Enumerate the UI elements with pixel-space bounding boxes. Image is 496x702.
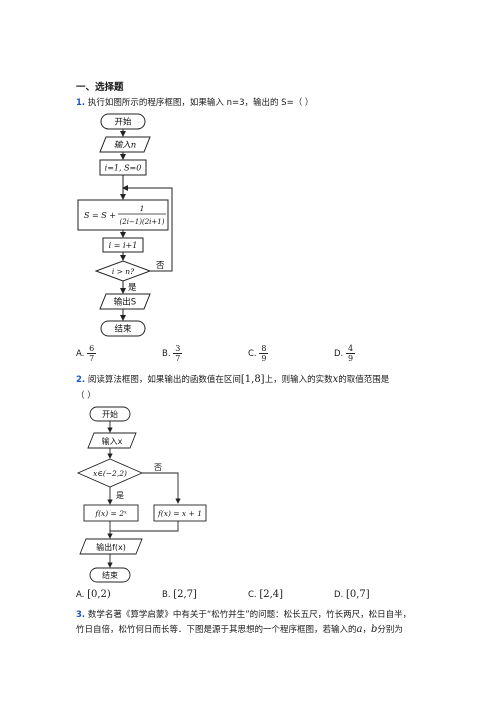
question-2: 2. 阅读算法框图，如果输出的函数值在区间[1,8]上，则输入的实数x的取值范围… — [76, 374, 389, 386]
flow-start-label: 开始 — [114, 117, 132, 128]
flow-left-box-label: f(x) = 2ˣ — [94, 509, 127, 518]
separator: ， — [362, 625, 371, 635]
flow-output-node — [99, 293, 151, 310]
option-label: C. — [248, 349, 257, 359]
option-numerator: 8 — [259, 344, 269, 354]
flow-right-box-label: f(x) = x + 1 — [157, 509, 202, 518]
option-label: D. — [334, 590, 344, 600]
option-label: B. — [162, 349, 171, 359]
option-value: [2,4] — [259, 589, 284, 600]
flow-decision-label: x∈(−2,2) — [93, 469, 127, 478]
option-denominator: 9 — [347, 354, 354, 363]
flow-no-label: 否 — [156, 261, 165, 271]
flow-assign-numerator: 1 — [140, 204, 145, 213]
interval: [1,8] — [240, 374, 265, 385]
option-label: B. — [162, 590, 171, 600]
variable-b: b — [371, 624, 378, 635]
question-text-end: 分别为 — [377, 625, 403, 635]
option-denominator: 7 — [89, 354, 95, 363]
flow-left-box — [83, 504, 139, 522]
q2-option-d[interactable]: D. [0,7] — [334, 589, 370, 600]
variable-x: x — [332, 374, 339, 385]
flow-right-box — [153, 504, 207, 522]
flow-end-node — [89, 567, 131, 583]
flowchart-2: 开始 输入x x∈(−2,2) 否 是 f(x) = 2ˣ f(x) = x +… — [76, 406, 207, 583]
variable-a: a — [356, 624, 363, 635]
question-number: 1. — [76, 98, 86, 108]
flow-input-label: 输入x — [102, 436, 123, 446]
option-label: D. — [334, 349, 344, 359]
flowchart-1: 开始 输入n i=1, S=0 S = S + 1 (2i−1)(2i+1) i… — [77, 113, 173, 337]
question-number: 3. — [76, 610, 86, 620]
flow-input-node — [87, 432, 137, 449]
question-number: 2. — [76, 375, 86, 385]
flow-assign-denominator: (2i−1)(2i+1) — [120, 218, 165, 226]
flow-output-label: 输出S — [114, 297, 136, 308]
question-text: 数学名著《算学启蒙》中有关于“松竹并生”的问题：松长五尺，竹长两尺，松日自半， — [87, 610, 412, 620]
option-numerator: 6 — [87, 344, 97, 354]
q2-option-c[interactable]: C. [2,4] — [248, 589, 283, 600]
option-value: [0,7] — [345, 589, 370, 600]
flow-yes-label: 是 — [116, 491, 124, 500]
flow-start-label: 开始 — [102, 409, 118, 419]
option-label: A. — [76, 590, 85, 600]
flow-no-label: 否 — [154, 463, 162, 472]
flow-end-node — [100, 320, 146, 337]
question-2-paren: （ ） — [76, 391, 96, 401]
flow-increment-label: i = i+1 — [109, 241, 138, 250]
option-value: [0,2) — [87, 589, 111, 600]
flow-yes-label: 是 — [128, 283, 137, 293]
q2-option-a[interactable]: A. [0,2) — [76, 589, 111, 600]
question-text-end: 的取值范围是 — [338, 375, 390, 385]
flow-init-label: i=1, S=0 — [105, 164, 142, 173]
flow-end-label: 结束 — [102, 570, 118, 580]
option-denominator: 9 — [261, 354, 267, 363]
question-text: 竹日自倍，松竹何日而长等．下图是源于其思想的一个程序框图，若输入的 — [76, 625, 357, 635]
question-text: 阅读算法框图，如果输出的函数值在区间 — [87, 375, 241, 385]
option-label: C. — [248, 590, 257, 600]
option-value: [2,7] — [173, 589, 197, 600]
flow-input-label: 输入n — [114, 140, 136, 151]
question-3-line-2: 竹日自倍，松竹何日而长等．下图是源于其思想的一个程序框图，若输入的a，b分别为 — [76, 624, 403, 636]
option-numerator: 3 — [173, 344, 183, 354]
flow-output-node — [79, 538, 143, 555]
flow-assign-left: S = S + — [84, 211, 116, 220]
q2-option-b[interactable]: B. [2,7] — [162, 589, 197, 600]
question-text: 执行如图所示的程序框图，如果输入 n=3，输出的 S=（ ） — [87, 98, 314, 108]
section-title: 一、选择题 — [76, 82, 124, 93]
option-denominator: 7 — [175, 354, 181, 363]
option-label: A. — [76, 349, 85, 359]
option-numerator: 4 — [345, 344, 356, 354]
flow-end-label: 结束 — [114, 324, 132, 335]
flow-input-node — [99, 136, 151, 153]
flow-decision-label: i > n? — [112, 267, 135, 276]
question-text-cont: 上，则输入的实数 — [264, 375, 333, 385]
question-1: 1. 执行如图所示的程序框图，如果输入 n=3，输出的 S=（ ） — [76, 97, 313, 109]
question-3: 3. 数学名著《算学启蒙》中有关于“松竹并生”的问题：松长五尺，竹长两尺，松日自… — [76, 609, 411, 621]
flow-output-label: 输出f(x) — [96, 542, 126, 552]
